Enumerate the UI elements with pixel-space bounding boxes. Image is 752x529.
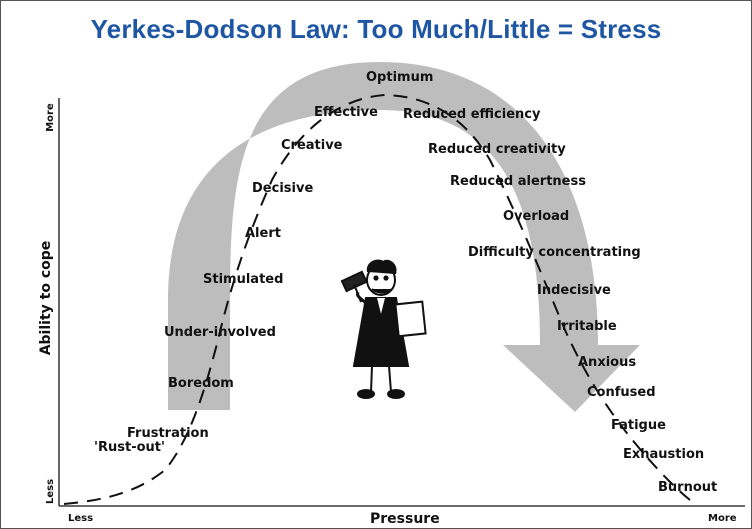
stressed-judge-figure <box>340 259 427 399</box>
label-frustration: Frustration <box>127 426 209 441</box>
label-optimum: Optimum <box>366 70 434 85</box>
x-axis-more-label: More <box>708 513 737 524</box>
label-effective: Effective <box>314 105 378 120</box>
label-reduced-creativity: Reduced creativity <box>428 142 566 157</box>
y-axis-less-label: Less <box>45 478 57 505</box>
label-irritable: Irritable <box>557 319 617 334</box>
label-boredom: Boredom <box>168 376 234 391</box>
label-exhaustion: Exhaustion <box>623 447 705 462</box>
label-confused: Confused <box>587 385 656 400</box>
y-axis-more-label: More <box>44 103 56 132</box>
label-fatigue: Fatigue <box>611 418 666 433</box>
label-decisive: Decisive <box>252 181 314 196</box>
label-creative: Creative <box>281 138 343 153</box>
label-anxious: Anxious <box>578 355 637 370</box>
label-rust-out: 'Rust-out' <box>94 440 165 455</box>
x-axis-label: Pressure <box>370 511 440 527</box>
diagram-title: Yerkes-Dodson Law: Too Much/Little = Str… <box>90 14 662 44</box>
y-axis-label: Ability to cope <box>38 240 54 356</box>
x-axis-less-label: Less <box>68 513 94 524</box>
label-alert: Alert <box>245 226 281 241</box>
label-indecisive: Indecisive <box>537 283 611 298</box>
label-difficulty-concentrating: Difficulty concentrating <box>468 245 641 260</box>
label-stimulated: Stimulated <box>203 272 284 287</box>
label-reduced-efficiency: Reduced efficiency <box>403 107 541 122</box>
label-reduced-alertness: Reduced alertness <box>450 174 586 189</box>
curved-arrow <box>168 62 640 412</box>
performance-curve <box>63 93 691 505</box>
label-overload: Overload <box>503 209 570 224</box>
label-burnout: Burnout <box>658 480 718 495</box>
label-under-involved: Under-involved <box>164 325 276 340</box>
